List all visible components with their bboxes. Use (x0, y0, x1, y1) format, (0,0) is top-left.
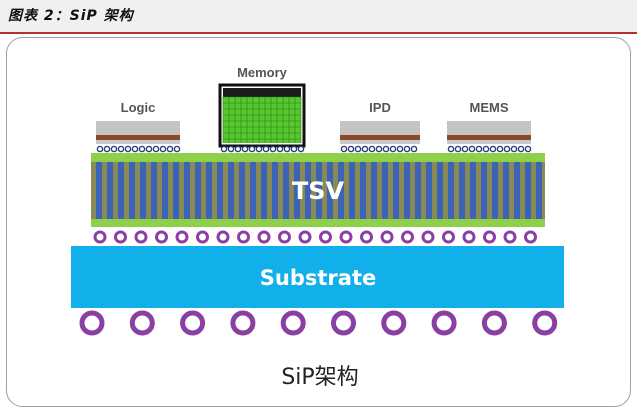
memory-label: Memory (237, 65, 288, 80)
figure-caption: 图表 2：SiP 架构 (8, 8, 134, 24)
diagram-title: SiP架构 (281, 365, 358, 390)
tsv-label: TSV (292, 177, 345, 205)
interposer-bumps (93, 230, 537, 244)
logic-chip (96, 121, 180, 144)
caption-divider (0, 32, 637, 34)
tsv-interposer (91, 153, 545, 227)
logic-label: Logic (121, 100, 156, 115)
ipd-chip (340, 121, 420, 144)
micro-bumps (96, 145, 532, 153)
ipd-label: IPD (369, 100, 391, 115)
figure-caption-bar: 图表 2：SiP 架构 (0, 0, 637, 33)
mems-chip (447, 121, 531, 144)
memory-chip (218, 83, 306, 148)
mems-label: MEMS (470, 100, 509, 115)
substrate-label: Substrate (260, 266, 376, 290)
substrate (71, 246, 564, 308)
solder-balls (79, 310, 558, 336)
